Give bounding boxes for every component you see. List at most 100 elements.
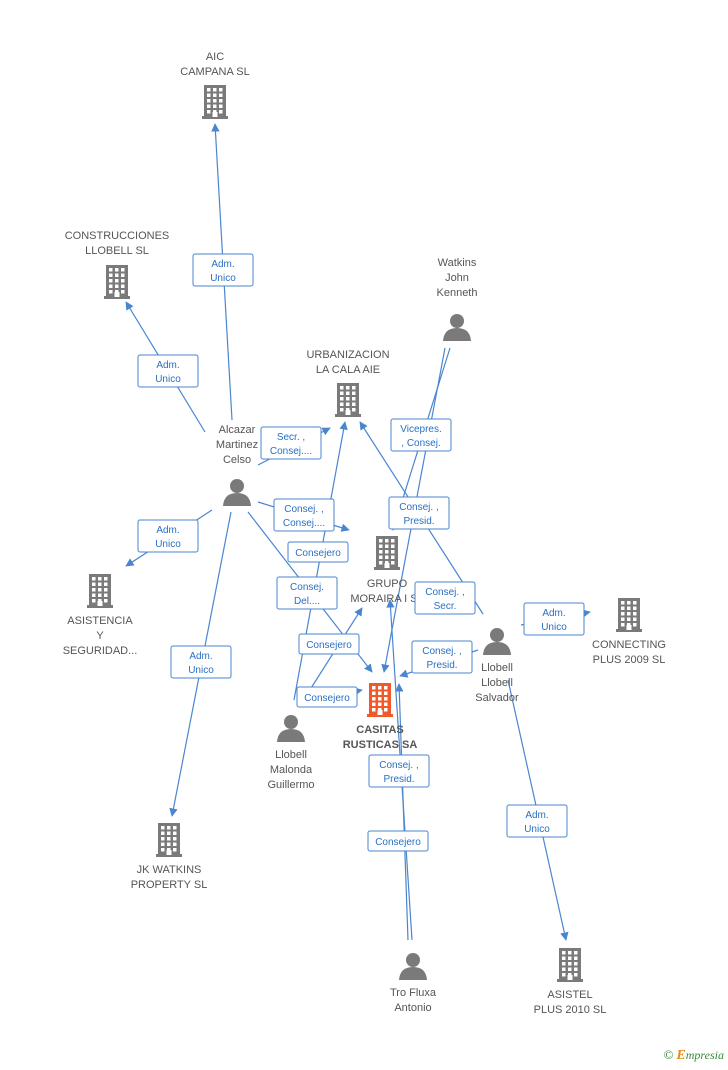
node-label-line: Y [96,630,104,642]
role-text-line: Consejero [306,640,352,651]
role-text-line: Unico [188,665,214,676]
role-text-line: Adm. [525,810,548,821]
person-icon [443,314,471,341]
role-badge-llobell_s-to-connecting[interactable]: Adm.Unico [523,602,585,636]
role-text-line: Adm. [156,525,179,536]
node-label-line: ASISTENCIA [67,615,133,627]
empresia-watermark: ©Empresia [664,1047,724,1064]
node-jk[interactable]: JK WATKINS PROPERTY SL [131,823,208,891]
node-connecting[interactable]: CONNECTING PLUS 2009 SL [592,598,666,666]
role-badge-frame [273,498,335,532]
role-badge-llobell_g-to-grupo[interactable]: Consejero [298,633,360,655]
node-label-line: Kenneth [437,287,478,299]
node-label-line: Guillermo [267,779,314,791]
person-icon [483,628,511,655]
node-label-line: Celso [223,454,251,466]
role-badge-frame [523,602,585,636]
role-text-line: Consej. , [422,646,461,657]
role-text-line: Consejero [304,693,350,704]
node-label-line: CONNECTING [592,639,666,651]
role-badge-alcazar-to-grupo[interactable]: Consej. ,Consej.... [273,498,335,532]
role-badge-llobell_s-to-casitas[interactable]: Consej. , Presid. [411,640,473,674]
role-badge-tro-to-grupo[interactable]: Consejero [367,830,429,852]
node-label-line: CONSTRUCCIONES [65,230,170,242]
role-text-line: Presid. [403,516,434,527]
building-icon [374,536,400,570]
role-text-line: Vicepres. [400,424,442,435]
role-badge-watkins-to-casitas[interactable]: Consej. ,Presid. [388,496,450,530]
role-text-line: Consej. , [284,504,323,515]
node-label-line: CASITAS [356,724,403,736]
role-badge-llobell_s-to-asistel[interactable]: Adm. Unico [506,804,568,838]
role-badge-frame [388,496,450,530]
role-text-line: Unico [155,539,181,550]
role-text-line: Adm. [189,651,212,662]
role-badge-watkins-to-grupo[interactable]: Vicepres., Consej. [390,418,452,452]
node-label-line: SEGURIDAD... [63,645,138,657]
role-badge-frame [298,633,360,655]
role-badge-tro-to-casitas[interactable]: Consej. ,Presid. [368,754,430,788]
role-badge-alcazar-to-asistencia[interactable]: Adm. Unico [137,519,199,553]
brand-name: mpresia [685,1048,724,1062]
building-icon [335,383,361,417]
role-badge-alcazar-to-urbanizacion[interactable]: Secr. ,Consej.... [260,426,322,460]
node-label-line: JK WATKINS [137,864,202,876]
role-text-line: Consejero [375,837,421,848]
role-badge-llobell_g-to-casitas[interactable]: Consejero [296,686,358,708]
role-text-line: Presid. [426,660,457,671]
building-icon [104,265,130,299]
role-badge-frame [137,519,199,553]
role-badge-frame [296,686,358,708]
role-badge-frame [192,253,254,287]
node-label-line: PLUS 2009 SL [593,654,666,666]
role-badge-frame [287,541,349,563]
node-label-line: Martinez [216,439,258,451]
role-badge-frame [367,830,429,852]
role-text-line: Unico [524,824,550,835]
node-label-line: Salvador [475,692,519,704]
role-badge-frame [260,426,322,460]
node-label-line: Llobell [275,749,307,761]
role-text-line: Presid. [383,774,414,785]
node-label-line: Watkins [438,257,477,269]
role-badge-llobell_s-to-urbanizacion[interactable]: Consej. ,Secr. [414,581,476,615]
node-label-line: PROPERTY SL [131,879,208,891]
node-label-line: Antonio [394,1002,431,1014]
role-badge-alcazar-to-jk[interactable]: Adm. Unico [170,645,232,679]
person-icon [277,715,305,742]
node-label-line: John [445,272,469,284]
role-text-line: Adm. [156,360,179,371]
node-label-line: Malonda [270,764,313,776]
building-icon [616,598,642,632]
role-badge-alcazar-to-aic[interactable]: Adm.Unico [192,253,254,287]
role-badge-alcazar-to-construcciones[interactable]: Adm.Unico [137,354,199,388]
role-text-line: Del.... [294,596,320,607]
node-label-line: Alcazar [219,424,256,436]
node-label-line: LLOBELL SL [85,245,149,257]
role-badge-frame [506,804,568,838]
role-text-line: Adm. [211,259,234,270]
node-construcciones[interactable]: CONSTRUCCIONES LLOBELL SL [65,230,170,299]
role-badge-alcazar-to-casitas[interactable]: Consejero [287,541,349,563]
copyright-icon: © [663,1047,674,1062]
role-badge-llobell_g-to-urbanizacion[interactable]: Consej.Del.... [276,576,338,610]
role-badge-frame [368,754,430,788]
node-asistencia[interactable]: ASISTENCIA Y SEGURIDAD... [63,574,138,657]
person-icon [223,479,251,506]
role-text-line: Secr. [434,601,457,612]
role-text-line: Unico [541,622,567,633]
building-icon [156,823,182,857]
